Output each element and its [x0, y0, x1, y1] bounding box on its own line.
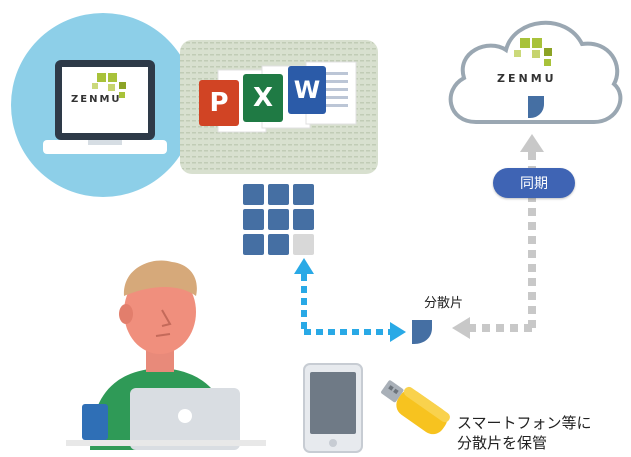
person-illustration [66, 260, 266, 450]
word-icon: W [288, 66, 326, 114]
storage-note-line2: 分散片を保管 [457, 434, 548, 452]
usb-stick-icon [381, 380, 450, 435]
fragment-label: 分散片 [424, 296, 464, 311]
powerpoint-icon: P [199, 80, 239, 126]
cloud-icon [448, 20, 623, 124]
storage-note-line1: スマートフォン等に [457, 414, 592, 432]
laptop-circle [11, 13, 195, 197]
word-letter: W [293, 76, 321, 104]
sync-label: 同期 [493, 168, 575, 198]
laptop-base [43, 140, 167, 154]
sync-arrow [452, 134, 544, 339]
storage-note: スマートフォン等に 分散片を保管 [457, 413, 592, 453]
cloud-shape [448, 20, 623, 124]
cloud-logo-text: ZENMU [497, 72, 557, 85]
excel-letter: X [252, 83, 274, 113]
excel-icon: X [243, 74, 283, 122]
person-hair [123, 260, 197, 296]
coffee-cup [82, 404, 108, 440]
fragment-icon [412, 320, 432, 344]
cloud-fragment-icon [528, 96, 544, 118]
desk [66, 440, 266, 446]
blue-arrows [294, 258, 406, 342]
laptop-logo-text: ZENMU [71, 94, 122, 105]
powerpoint-letter: P [209, 88, 229, 118]
smartphone-icon [303, 363, 363, 453]
split-grid-icon [243, 184, 314, 255]
